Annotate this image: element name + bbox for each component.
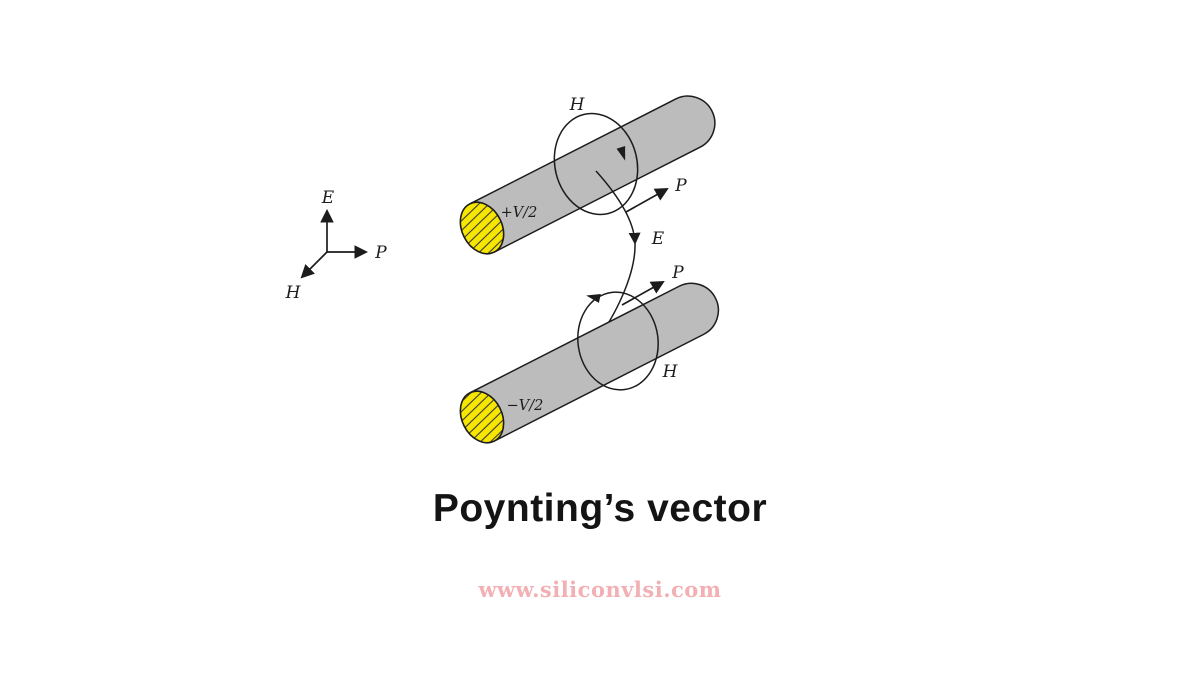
top-h-loop-arrowhead [616, 145, 626, 161]
top-p-arrow [625, 188, 669, 213]
h-axis-label: H [285, 283, 302, 303]
bottom-h-loop [577, 291, 659, 391]
top-h-loop [553, 112, 639, 216]
bottom-conductor-end-cap [459, 390, 505, 444]
p-axis-label: P [374, 243, 387, 263]
h-axis-arrow [300, 251, 328, 279]
bottom-p-label: P [671, 263, 684, 283]
top-conductor-body [469, 95, 716, 253]
bottom-conductor-body [469, 282, 720, 442]
bottom-h-label: H [662, 362, 679, 382]
e-field-line: E [594, 170, 665, 343]
top-conductor-end-cap [459, 201, 505, 255]
bottom-conductor: −V/2 H P [459, 263, 720, 444]
diagram-title: Poynting’s vector [432, 487, 768, 530]
bottom-h-loop-arrowhead [586, 294, 601, 303]
e-axis-label: E [321, 188, 335, 208]
top-h-label: H [569, 95, 586, 115]
top-p-label: P [674, 176, 687, 196]
e-field-label: E [651, 229, 665, 249]
watermark: www.siliconvlsi.com [478, 577, 722, 602]
e-field-curve-upper [595, 170, 641, 245]
bottom-p-arrow [621, 281, 665, 306]
top-voltage-label: +V/2 [501, 205, 538, 221]
field-axes: E P H [285, 188, 388, 303]
top-conductor: +V/2 H P [459, 95, 716, 255]
bottom-voltage-label: −V/2 [507, 398, 544, 414]
